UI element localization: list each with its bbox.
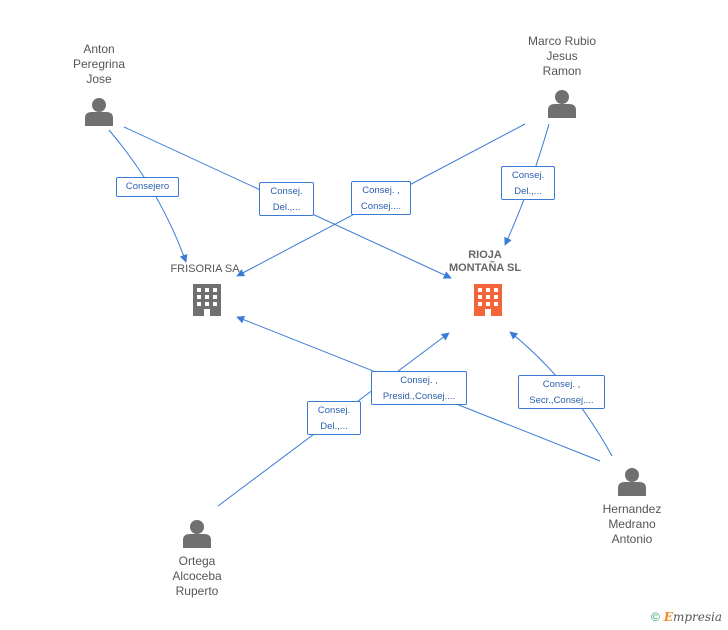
edge-label-anton-frisoria[interactable]: Consejero bbox=[116, 177, 179, 197]
person-icon[interactable] bbox=[183, 520, 211, 548]
person-icon[interactable] bbox=[548, 90, 576, 118]
person-icon[interactable] bbox=[85, 98, 113, 126]
footer-brand: ©Empresia bbox=[651, 610, 722, 624]
edge-label-marco-rioja[interactable]: Consej.Del.,... bbox=[501, 166, 555, 200]
person-icon[interactable] bbox=[618, 468, 646, 496]
building-icon[interactable] bbox=[193, 284, 221, 316]
edge-label-marco-frisoria[interactable]: Consej. ,Consej.... bbox=[351, 181, 411, 215]
copyright-icon: © bbox=[651, 610, 660, 624]
company-label-frisoria[interactable]: FRISORIA SA bbox=[170, 263, 240, 275]
edge-label-ortega-rioja[interactable]: Consej.Del.,... bbox=[307, 401, 361, 435]
building-icon[interactable] bbox=[474, 284, 502, 316]
brand-logo: Empresia bbox=[663, 610, 723, 624]
edge-label-hernandez-rioja[interactable]: Consej. ,Secr.,Consej.... bbox=[518, 375, 605, 409]
edge-label-hernandez-frisoria[interactable]: Consej. ,Presid.,Consej.... bbox=[371, 371, 467, 405]
edge-label-anton-rioja[interactable]: Consej.Del.,... bbox=[259, 182, 314, 216]
